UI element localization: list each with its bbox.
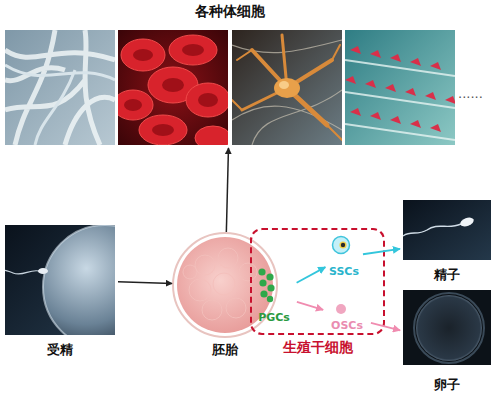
- sperm-photo: [403, 200, 491, 260]
- node-label: 生殖干细胞: [252, 339, 383, 357]
- blood-cell-photo: [113, 30, 231, 150]
- osc-node: OSCs: [326, 302, 368, 332]
- pgc-node: PGCs: [254, 266, 294, 324]
- osc-cell: [336, 304, 346, 314]
- arrow-line: [297, 302, 323, 310]
- node-label: SSCs: [322, 265, 366, 278]
- fertilization-box: 受精: [5, 225, 115, 335]
- arrow-connector: [297, 267, 326, 283]
- ssc-node: SSCs: [328, 236, 360, 278]
- node-label: 受精: [5, 341, 115, 359]
- arrow-connector: [297, 302, 323, 310]
- hair-cell-photo: [345, 30, 456, 145]
- node-label: 精子: [403, 266, 491, 284]
- node-label: PGCs: [250, 311, 298, 324]
- arrow-connector: [118, 282, 172, 284]
- ssc-cell: [333, 237, 350, 254]
- node-label: 卵子: [403, 376, 491, 394]
- ellipsis-label: ......: [458, 86, 483, 101]
- arrow-line: [363, 249, 400, 254]
- pgc-cells: [258, 268, 274, 302]
- arrow-line: [297, 267, 326, 283]
- germ-stem-cell-group: 生殖干细胞PGCsSSCsOSCs: [250, 228, 385, 335]
- arrow-line: [118, 282, 172, 284]
- neuron-photo: [232, 30, 342, 145]
- sperm-node: 精子: [403, 200, 491, 284]
- arrow-connector: [363, 249, 400, 254]
- cell-strip: 各种体细胞: [5, 30, 455, 145]
- arrow-connector: [226, 148, 228, 232]
- fertilization-photo: [1, 225, 167, 349]
- arrow-line: [371, 323, 400, 330]
- node-label: 各种体细胞: [5, 3, 455, 21]
- node-label: 胚胎: [175, 341, 275, 359]
- bone-cell-photo: [5, 30, 115, 145]
- arrow-line: [226, 148, 228, 232]
- egg-photo: [403, 290, 491, 365]
- egg-node: 卵子: [403, 290, 491, 394]
- arrow-connector: [371, 323, 400, 330]
- node-label: OSCs: [322, 319, 372, 332]
